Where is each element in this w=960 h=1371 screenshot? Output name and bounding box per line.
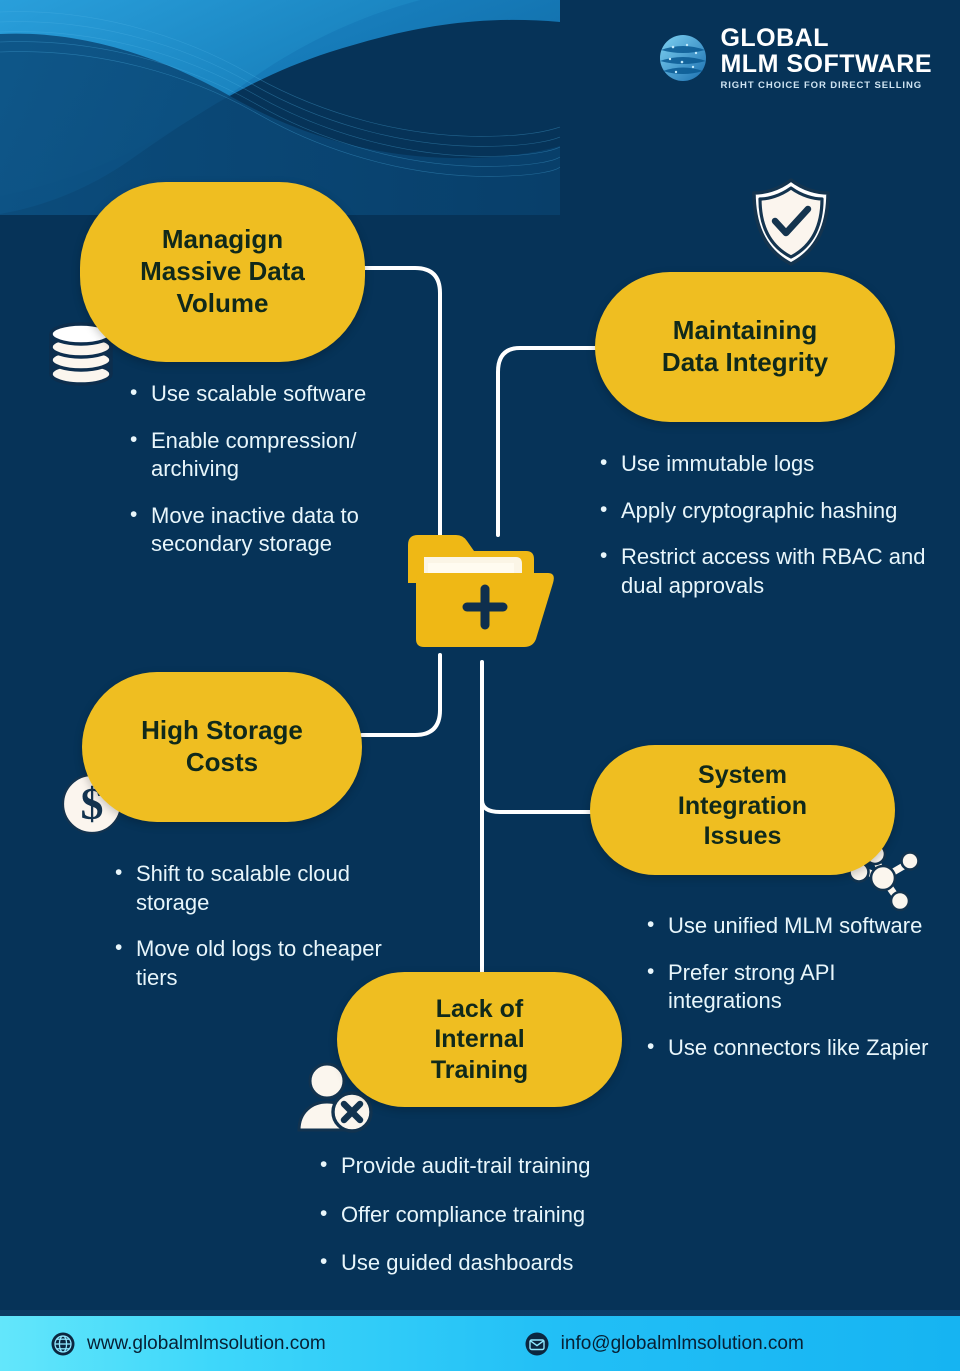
- node5-title-line3: Training: [430, 1055, 529, 1084]
- node1-title-line3: Volume: [176, 287, 269, 318]
- footer-bar: www.globalmlmsolution.com info@globalmlm…: [0, 1316, 960, 1371]
- node4-bullet-list: Use unified MLM software Prefer strong A…: [645, 911, 935, 1080]
- database-icon: [49, 322, 113, 386]
- globe-icon: [51, 1332, 75, 1355]
- logo-tagline: RIGHT CHOICE FOR DIRECT SELLING: [720, 80, 923, 91]
- footer-email-text: info@globalmlmsolution.com: [560, 1332, 804, 1354]
- node1-title-line2: Massive Data: [140, 256, 305, 287]
- footer-website-text: www.globalmlmsolution.com: [87, 1332, 326, 1354]
- logo-line-2: MLM SOFTWARE: [720, 50, 932, 78]
- footer-email[interactable]: info@globalmlmsolution.com: [524, 1331, 804, 1357]
- list-item: Provide audit-trail training: [318, 1151, 718, 1181]
- node-title-system-integration-issues[interactable]: System Integration Issues: [590, 745, 895, 875]
- list-item: Use immutable logs: [598, 449, 943, 479]
- user-x-icon: [297, 1062, 373, 1133]
- node-title-managing-massive-data-volume[interactable]: Managign Massive Data Volume: [80, 182, 365, 362]
- node3-bullet-list: Shift to scalable cloud storage Move old…: [113, 859, 403, 1010]
- node5-title-line1: Lack of: [435, 994, 524, 1023]
- list-item: Use guided dashboards: [318, 1248, 718, 1278]
- node-title-maintaining-data-integrity[interactable]: Maintaining Data Integrity: [595, 272, 895, 422]
- list-item: Offer compliance training: [318, 1200, 718, 1230]
- node4-title-line2: Integration: [677, 791, 808, 820]
- node5-bullet-list: Provide audit-trail training Offer compl…: [318, 1151, 718, 1298]
- list-item: Apply cryptographic hashing: [598, 496, 943, 526]
- envelope-icon: [525, 1332, 549, 1355]
- node2-bullet-list: Use immutable logs Apply cryptographic h…: [598, 449, 943, 618]
- footer-website[interactable]: www.globalmlmsolution.com: [50, 1331, 326, 1357]
- node-title-lack-of-internal-training[interactable]: Lack of Internal Training: [337, 972, 622, 1107]
- node4-title-line1: System: [698, 761, 787, 790]
- list-item: Move old logs to cheaper tiers: [113, 934, 403, 992]
- node1-bullet-list: Use scalable software Enable compression…: [128, 379, 428, 577]
- list-item: Move inactive data to secondary storage: [128, 501, 428, 559]
- folder-plus-icon[interactable]: [398, 527, 560, 659]
- brand-logo: GLOBAL MLM SOFTWARE RIGHT CHOICE FOR DIR…: [656, 26, 932, 91]
- list-item: Enable compression/ archiving: [128, 426, 428, 484]
- list-item: Prefer strong API integrations: [645, 958, 935, 1016]
- node2-title-line2: Data Integrity: [661, 347, 829, 377]
- node4-title-line3: Issues: [703, 822, 782, 851]
- node-title-high-storage-costs[interactable]: High Storage Costs: [82, 672, 362, 822]
- logo-line-1: GLOBAL: [720, 24, 830, 52]
- node3-title-line1: High Storage: [141, 715, 303, 746]
- list-item: Use scalable software: [128, 379, 428, 409]
- node5-title-line2: Internal: [434, 1025, 525, 1054]
- shield-check-icon: [752, 178, 830, 266]
- list-item: Restrict access with RBAC and dual appro…: [598, 542, 943, 600]
- list-item: Shift to scalable cloud storage: [113, 859, 403, 917]
- node2-title-line1: Maintaining: [672, 315, 818, 346]
- footer-divider: [0, 1310, 960, 1316]
- node1-title-line1: Managign: [161, 224, 284, 255]
- list-item: Use unified MLM software: [645, 911, 935, 941]
- globe-logo-icon: [660, 35, 707, 82]
- node3-title-line2: Costs: [185, 747, 259, 777]
- list-item: Use connectors like Zapier: [645, 1033, 935, 1063]
